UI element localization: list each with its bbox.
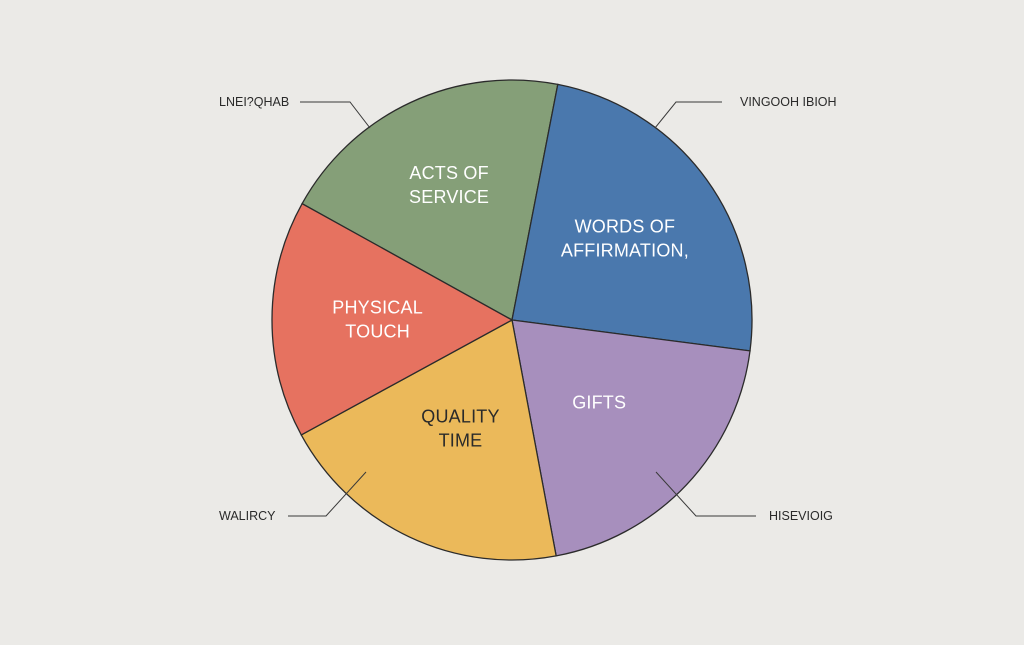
pie-slice-acts-of-service <box>301 79 559 322</box>
callout-label: WALIRCY <box>219 509 276 523</box>
pie-slice-quality-time <box>300 319 557 561</box>
slice-label-line: PHYSICAL <box>332 298 423 318</box>
pie-slice-gifts <box>511 319 751 557</box>
slice-labels-layer: ACTS OF SERVICE WORDS OF AFFIRMATION, GIFTS Q… <box>332 163 689 450</box>
callout-leader <box>300 101 371 129</box>
callout-leader <box>655 471 756 517</box>
callout-leader <box>654 101 722 129</box>
slice-label-line: WORDS OF <box>575 217 676 237</box>
slice-label-line: GIFTS <box>572 393 626 413</box>
callout-top-right: VINGOOH IBIOH <box>654 95 837 129</box>
pie-slice-physical-touch <box>271 202 514 436</box>
slice-label-line: ACTS OF <box>409 163 488 183</box>
callout-label: LNEI?QHAB <box>219 95 289 109</box>
callout-top-left: LNEI?QHAB <box>219 95 371 129</box>
callout-bottom-right: HISEVIOIG <box>655 471 833 523</box>
slice-label: GIFTS <box>572 393 626 413</box>
slice-label: ACTS OF SERVICE <box>409 163 489 207</box>
slice-label: PHYSICAL TOUCH <box>332 298 423 342</box>
slices-layer <box>271 79 753 561</box>
callout-bottom-left: WALIRCY <box>219 471 367 523</box>
callout-label: HISEVIOIG <box>769 509 833 523</box>
slice-label: WORDS OF AFFIRMATION, <box>561 217 689 261</box>
slice-label-line: TOUCH <box>345 322 410 342</box>
pie-slice-words-of-affirmation <box>511 83 753 352</box>
slice-label-line: SERVICE <box>409 187 489 207</box>
slice-label-line: TIME <box>439 430 483 450</box>
slice-label-line: QUALITY <box>421 406 499 426</box>
slice-label: QUALITY TIME <box>421 406 499 450</box>
slice-label-line: AFFIRMATION, <box>561 241 689 261</box>
callout-leader <box>288 471 367 517</box>
callout-label: VINGOOH IBIOH <box>740 95 837 109</box>
